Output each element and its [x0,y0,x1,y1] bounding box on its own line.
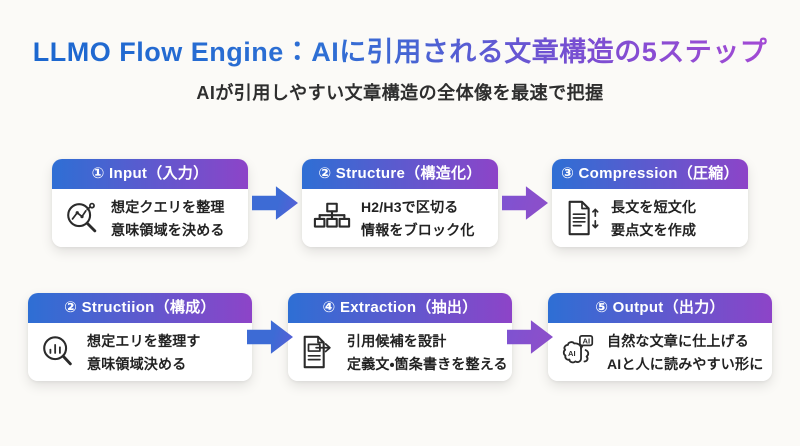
document-extract-icon [298,332,338,372]
step-card-header: ① Input（入力） [52,159,248,189]
step-card-structure: ② Structure（構造化） [302,159,498,247]
step-card-output: ⑤ Output（出力） AI AI 自然な文章に仕上げる AIと人に読みやすい… [548,293,772,381]
step-card-extraction: ④ Extraction（抽出） 引用候補を設計 定義文・箇条書き [288,293,512,381]
step-card-header: ④ Extraction（抽出） [288,293,512,323]
brain-ai-icon: AI AI [558,332,598,372]
hierarchy-icon [312,198,352,238]
step-text-line: 想定エリを整理す [87,332,201,349]
step-card-body: 引用候補を設計 定義文・箇条書きを整える [288,323,512,381]
flow-arrow-icon [247,320,293,354]
step-text-line: 意味領域を決める [111,221,225,238]
step-card-input: ① Input（入力） 想定クエリを整理 意味領域を決める [52,159,248,247]
step-text-line: 定義文・箇条書きを整える [347,355,508,372]
step-text-line: 長文を短文化 [611,198,697,215]
page-title: LLMO Flow Engine：AIに引用される文章構造の5ステップ [33,30,768,69]
step-card-body: AI AI 自然な文章に仕上げる AIと人に読みやすい形に [548,323,772,381]
step-text-line: 自然な文章に仕上げる [607,332,749,349]
step-text-line: H2/H3で区切る [361,198,459,215]
step-text-line: 要点文を作成 [611,221,697,238]
bubble-ai-label: AI [583,336,591,345]
step-card-body: 想定クエリを整理 意味領域を決める [52,189,248,247]
step-card-body: H2/H3で区切る 情報をブロック化 [302,189,498,247]
step-card-body: 想定エリを整理す 意味領域決める [28,323,252,381]
flow-arrow-icon [507,320,553,354]
step-card-header: ② Structure（構造化） [302,159,498,189]
step-card-header: ⑤ Output（出力） [548,293,772,323]
step-card-struction: ② Structiion（構成） 想定エリを整理す 意味領域決める [28,293,252,381]
step-card-header: ② Structiion（構成） [28,293,252,323]
flow-row-top: ① Input（入力） 想定クエリを整理 意味領域を決める [0,159,800,247]
page-subtitle: AIが引用しやすい文章構造の全体像を最速で把握 [196,83,604,103]
step-card-body: 長文を短文化 要点文を作成 [552,189,748,247]
magnifier-chart-icon [62,198,102,238]
step-text-line: AIと人に読みやすい形に [607,355,764,372]
magnifier-bars-icon [38,332,78,372]
step-text-line: 想定クエリを整理 [111,198,225,215]
flow-row-bottom: ② Structiion（構成） 想定エリを整理す 意味領域決める [0,293,800,381]
step-card-header: ③ Compression（圧縮） [552,159,748,189]
flow-arrow-icon [502,186,548,220]
brain-ai-label: AI [568,349,576,358]
document-compress-icon [562,198,602,238]
step-text-line: 意味領域決める [87,355,187,372]
step-text-line: 引用候補を設計 [347,332,447,349]
step-card-compression: ③ Compression（圧縮） [552,159,748,247]
flow-arrow-icon [252,186,298,220]
step-text-line: 情報をブロック化 [361,221,475,238]
